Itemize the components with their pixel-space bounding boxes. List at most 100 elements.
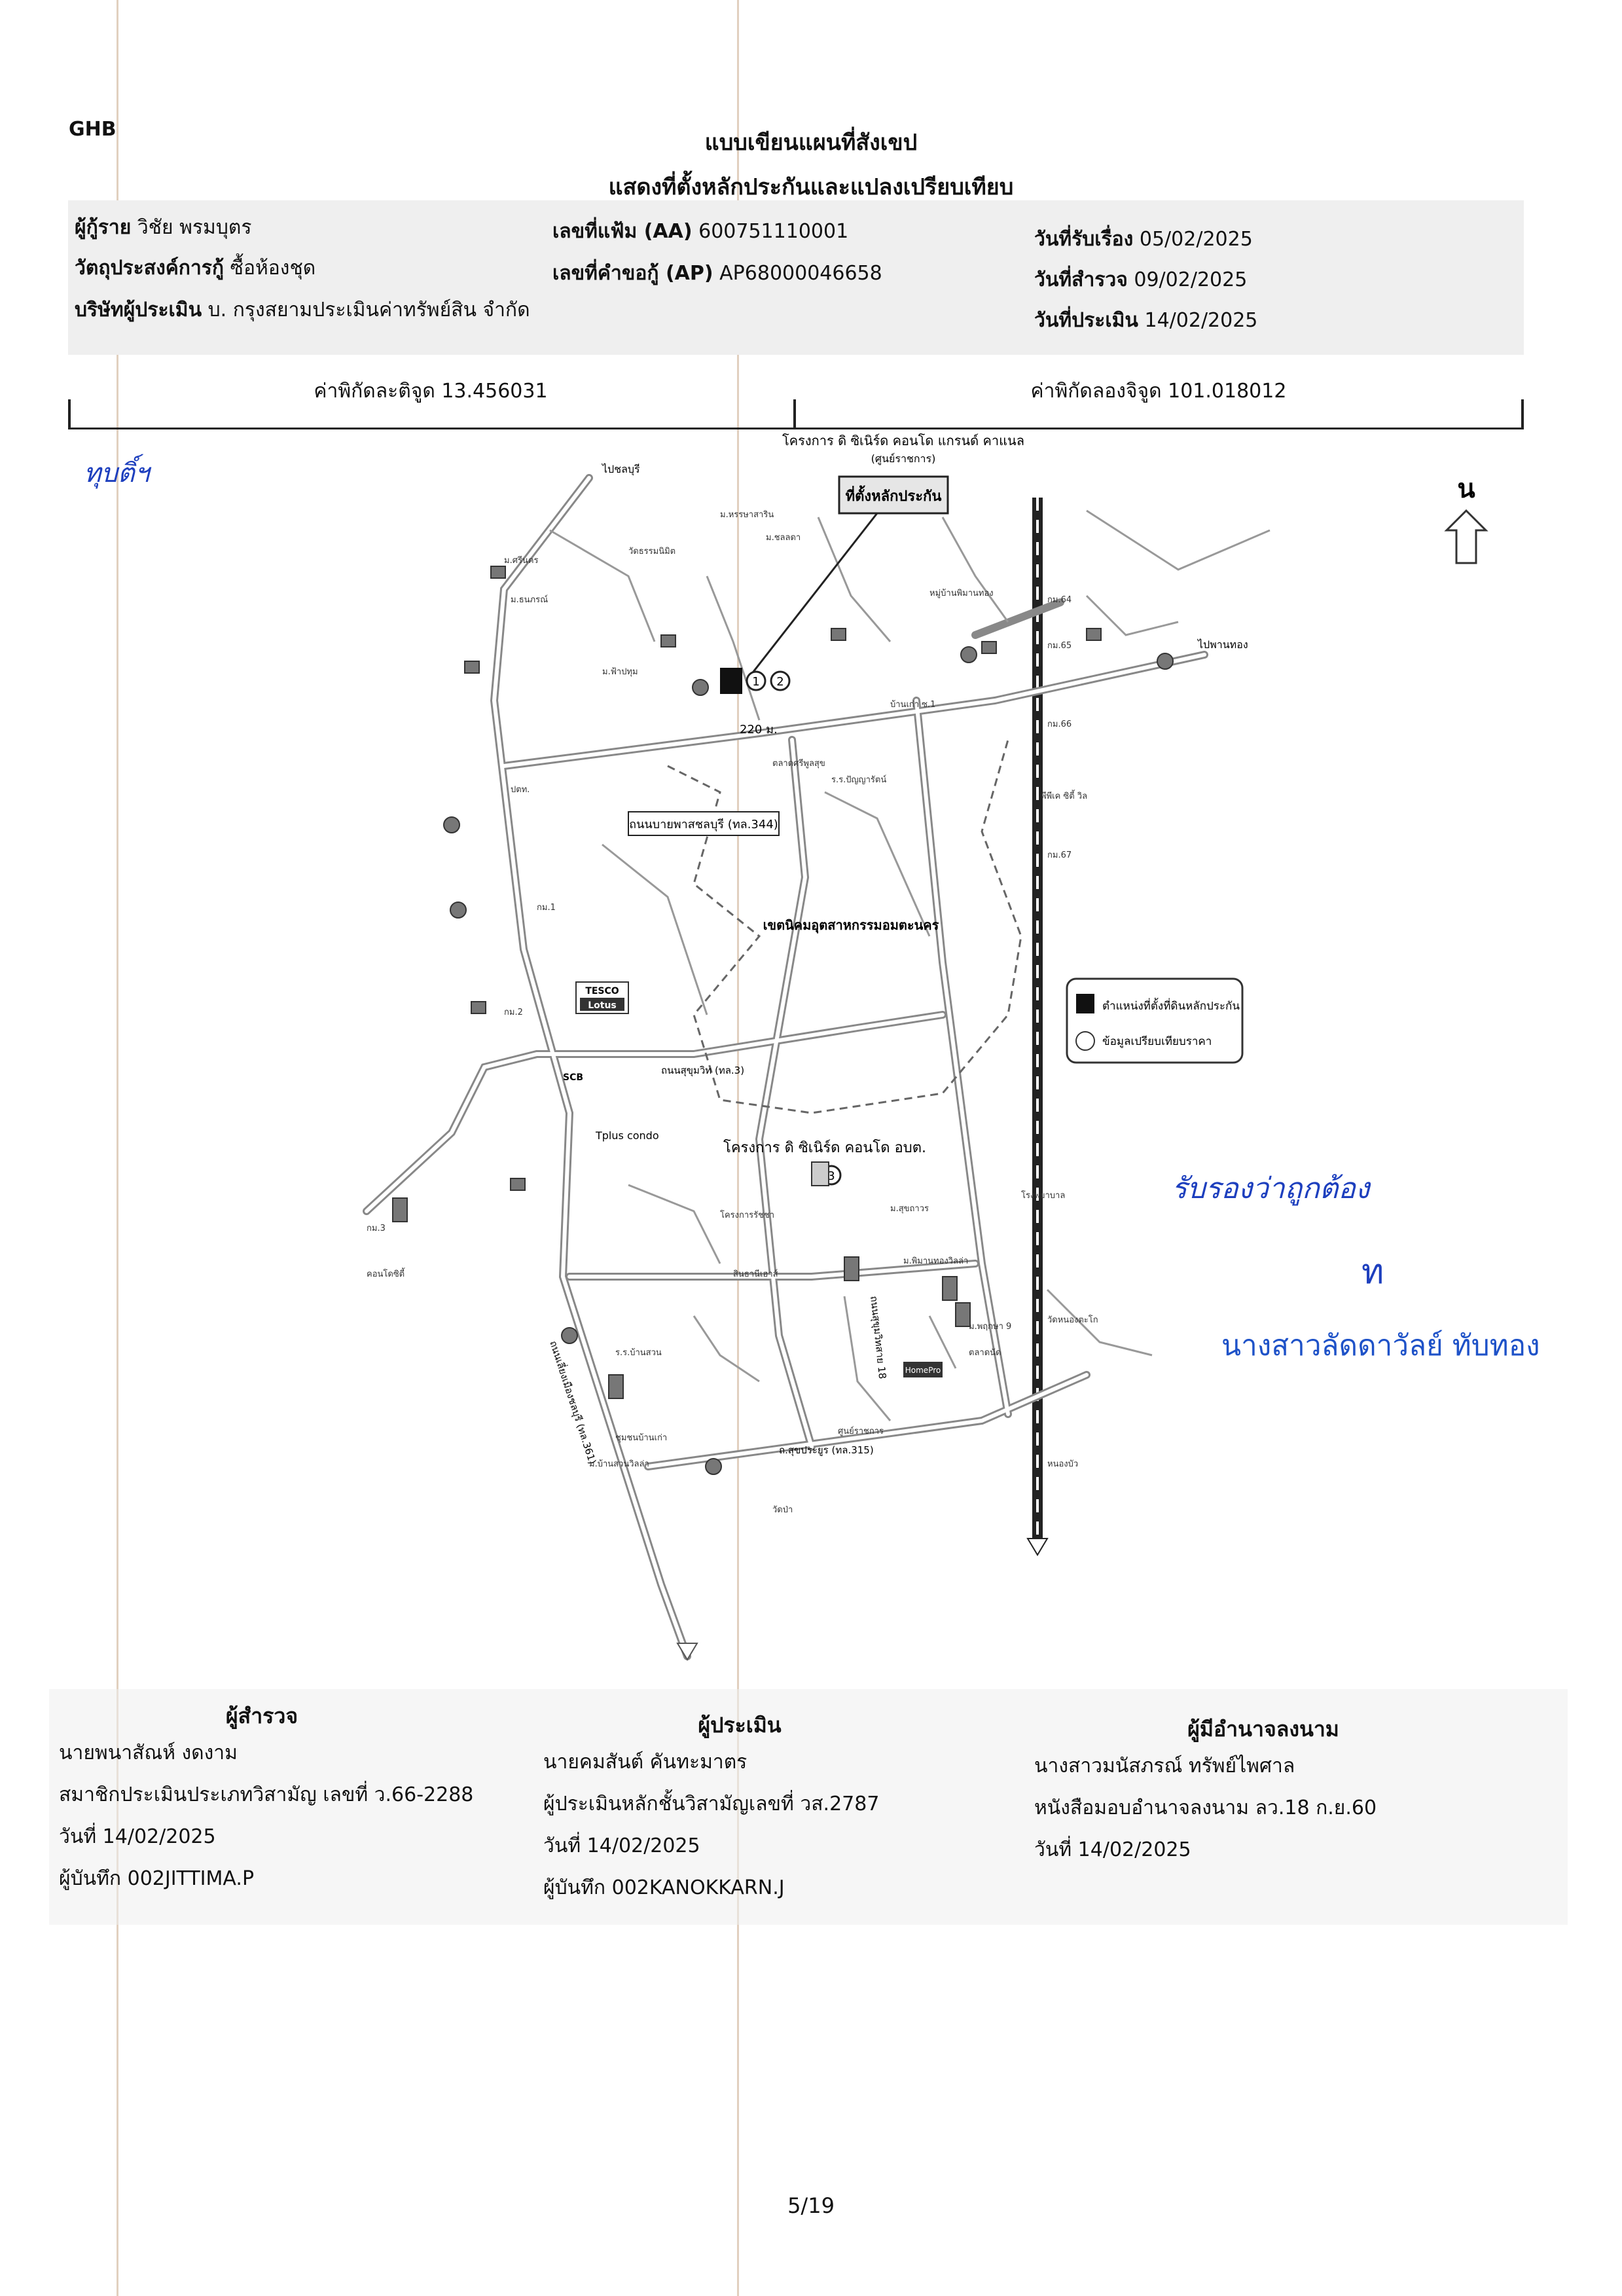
svg-text:TESCO: TESCO [585,986,619,996]
legend-compare-label: ข้อมูลเปรียบเทียบราคา [1102,1035,1212,1048]
request-no-value: AP68000046658 [719,262,882,285]
place-label: หมู่บ้านพิมานทอง [929,589,994,598]
file-no-row: เลขที่แฟ้ม (AA) 600751110001 [552,216,848,247]
place-label: กม.65 [1047,641,1072,651]
north-label: น [1457,474,1475,504]
place-label: โรงพยาบาล [1021,1190,1065,1201]
handwritten-certification: รับรองว่าถูกต้อง [1172,1172,1370,1205]
main-road-label: ถนนบายพาสชลบุรี (ทล.344) [629,818,778,831]
page-subtitle: แสดงที่ตั้งหลักประกันและแปลงเปรียบเทียบ [608,174,1014,200]
road-direction-arrow [676,1643,698,1661]
received-label: วันที่รับเรื่อง [1034,228,1134,251]
appraiser-company-value: บ. กรุงสยามประเมินค่าทรัพย์สิน จำกัด [207,299,530,321]
borrower-label: ผู้กู้ราย [75,216,132,239]
industrial-estate-boundary [667,739,1022,1114]
place-label: คอนโดซิตี้ [367,1267,405,1279]
svg-text:3: 3 [827,1169,835,1183]
coordinate-bar: ค่าพิกัดละติจูด 13.456031 ค่าพิกัดลองจิจ… [68,373,1524,429]
request-no-row: เลขที่คำขอกู้ (AP) AP68000046658 [552,258,882,289]
place-label: วัดป่า [772,1505,793,1515]
surveyor-title: ผู้สำรวจ [225,1704,298,1728]
longitude-value: ค่าพิกัดลองจิจูด 101.018012 [1030,380,1287,403]
place-label: กม.1 [537,903,556,913]
place-label: บ้านเก่า ซ.1 [890,700,935,710]
appraiser-title: ผู้ประเมิน [698,1713,782,1738]
place-label: ร.ร.ปัญญารัตน์ [831,774,886,785]
compare-marker-1: 1 [746,670,766,691]
building-icon [510,1178,526,1191]
place-label: กม.3 [367,1224,386,1233]
road-label-sukprayoon: ถ.สุขประยูร (ทล.315) [779,1444,874,1457]
project-top-sublabel: (ศูนย์ราชการ) [871,452,936,465]
scb-logo: SCB [563,1072,583,1083]
received-row: วันที่รับเรื่อง 05/02/2025 [1034,224,1253,255]
info-panel: ผู้กู้ราย วิชัย พรมบุตร วัตถุประสงค์การก… [68,200,1524,355]
road-label-chonburi: ไปชลบุรี [601,463,640,476]
purpose-label: วัตถุประสงค์การกู้ [75,257,225,280]
place-label: ม.ศรีนคร [504,555,539,566]
project-middle-label: โครงการ ดิ ซิเนิร์ด คอนโด อบต. [723,1139,926,1156]
file-no-label: เลขที่แฟ้ม (AA) [552,220,693,243]
svg-text:1: 1 [752,675,759,689]
building-icon [464,661,480,674]
appraisal-row: วันที่ประเมิน 14/02/2025 [1034,305,1257,336]
scan-fold-line [737,0,739,2296]
compare-marker-2: 2 [770,670,791,691]
place-labels: ม.ศรีนคร ม.ธนภรณ์ วัดธรรมนิมิต ม.หรรษาสา… [367,510,1098,1515]
legend-collateral-swatch [1076,994,1094,1013]
signature-panel-bg [49,1689,1568,1925]
building-icon [490,566,506,579]
svg-text:Lotus: Lotus [588,1000,617,1011]
handwritten-signature: ท [1361,1252,1384,1292]
building-icon [660,634,676,647]
road-network-inner [365,476,1206,1658]
coordinate-baseline [68,428,1524,429]
authorized-member: หนังสือมอบอำนาจลงนาม ลว.18 ก.ย.60 [1034,1796,1377,1819]
appraiser-name: นายคมสันต์ คันทะมาตร [543,1751,748,1774]
place-label: ม.พิมานทองวิลล่า [903,1256,968,1266]
building-icon [831,628,846,641]
legend-compare-swatch [1075,1031,1095,1051]
place-label: ชุมชนบ้านเก่า [615,1433,667,1443]
appraiser-recorder: ผู้บันทึก 002KANOKKARN.J [543,1876,785,1899]
coordinate-tick [793,399,796,429]
appraiser-block: ผู้ประเมิน นายคมสันต์ คันทะมาตร ผู้ประเม… [543,1709,1001,1909]
surveyor-recorder: ผู้บันทึก 002JITTIMA.P [59,1867,255,1890]
surveyor-block: ผู้สำรวจ นายพนาสัณห์ งดงาม สมาชิกประเมิน… [59,1700,517,1900]
scan-fold-line [117,0,118,2296]
appraisal-value: 14/02/2025 [1144,309,1258,332]
survey-row: วันที่สำรวจ 09/02/2025 [1034,264,1247,295]
building-icon [608,1374,624,1399]
building-icon [1086,628,1102,641]
place-label: ม.พฤกษา 9 [969,1322,1011,1332]
collateral-box-label: ที่ตั้งหลักประกัน [846,485,942,505]
road-label-sukhumvit-18: ถนนสุขุมวิทสาย 18 [867,1296,888,1380]
place-label: ม.ชลลดา [766,533,801,543]
place-label: ม.หรรษาสาริน [720,510,774,520]
place-label: ม.สุขถาวร [890,1204,929,1214]
collateral-marker [720,668,742,694]
place-label: ปตท. [511,785,530,795]
appraiser-company-label: บริษัทผู้ประเมิน [75,299,202,321]
authorized-title: ผู้มีอำนาจลงนาม [1187,1717,1339,1741]
building-icon [811,1161,829,1186]
place-label: หนองบัว [1047,1459,1078,1469]
homepro-logo: HomePro [903,1362,943,1377]
place-label: กม.67 [1047,850,1072,860]
tplus-label: Tplus condo [595,1129,659,1142]
bank-logo-text: GHB [69,118,117,141]
building-icon [981,641,997,654]
appraiser-company-row: บริษัทผู้ประเมิน บ. กรุงสยามประเมินค่าทร… [75,295,530,325]
building-icon [471,1001,486,1014]
road-label-sukhumvit: ถนนสุขุมวิท (ทล.3) [661,1065,744,1077]
distance-label: 220 ม. [740,723,778,737]
place-label: ตลาดศรีพูลสุข [772,758,825,769]
building-icon [392,1197,408,1222]
page-number: 5/19 [787,2193,835,2218]
place-label: กม.2 [504,1008,523,1017]
place-label: ตลาดนัด [969,1348,1001,1358]
appraiser-member: ผู้ประเมินหลักชั้นวิสามัญเลขที่ วส.2787 [543,1793,880,1815]
project-top-label: โครงการ ดิ ซิเนิร์ด คอนโด แกรนด์ คาแนล [782,433,1024,448]
place-label: ม.ธนภรณ์ [511,594,548,605]
temple-icon [692,679,709,696]
